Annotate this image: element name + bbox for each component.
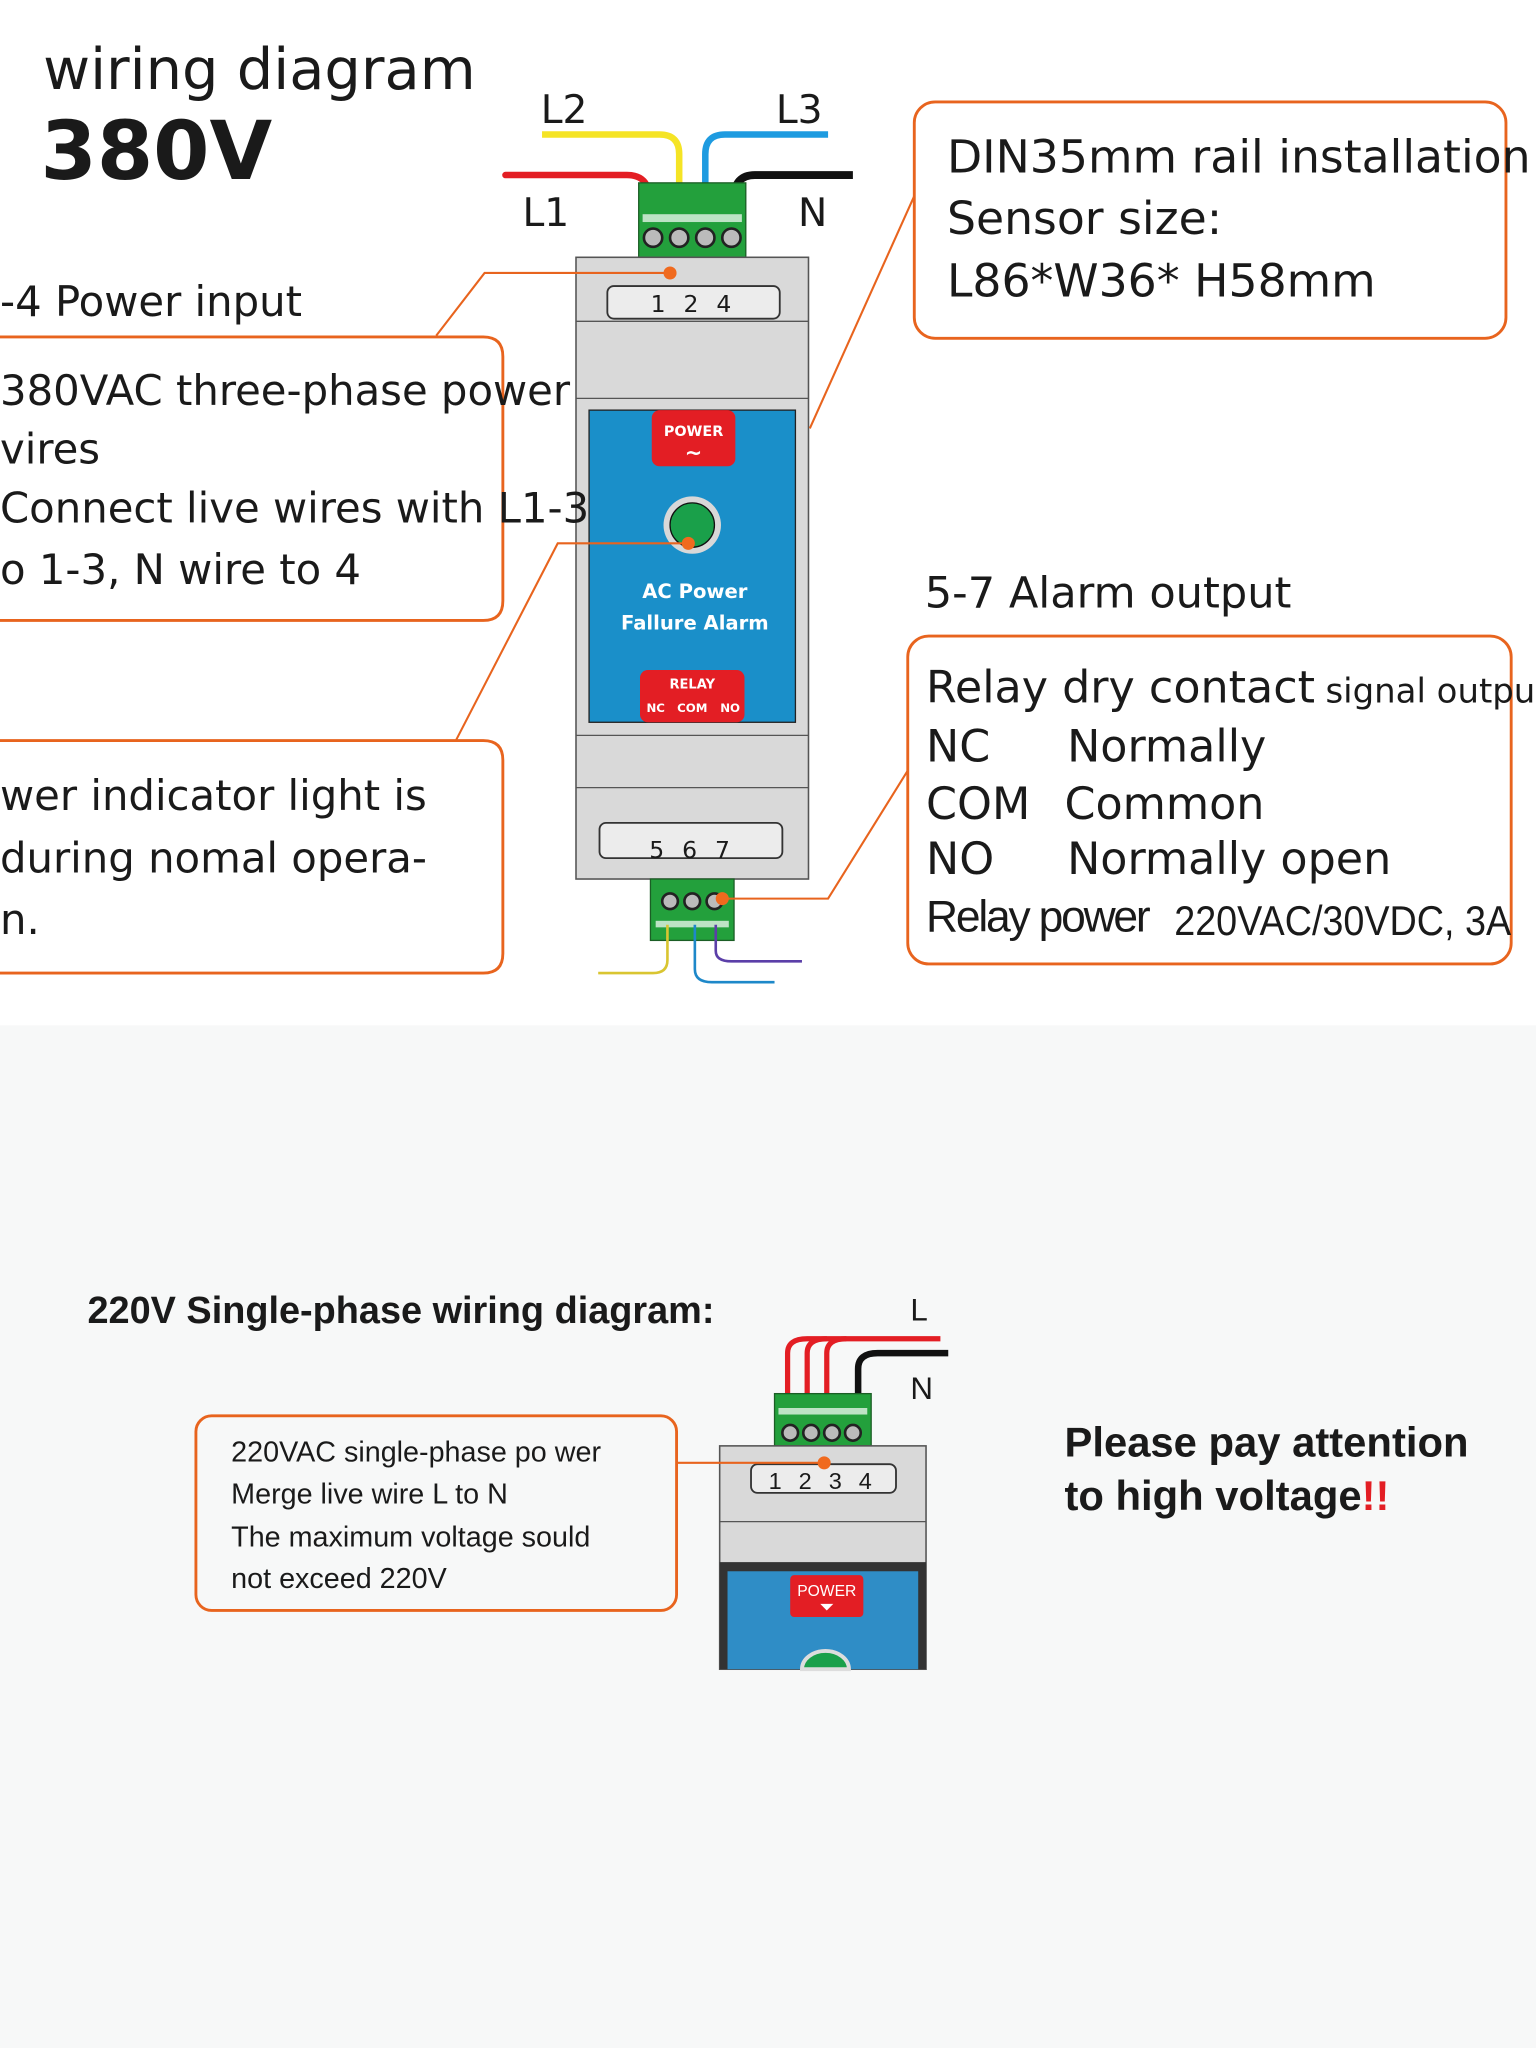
indicator-marker: [681, 536, 695, 550]
installation-line: Sensor size:: [947, 192, 1222, 245]
relay-code: NC: [926, 721, 990, 772]
relay-meaning: Normally open: [1067, 834, 1391, 885]
power-badge: [651, 410, 736, 467]
installation-leader: [808, 195, 916, 429]
alarm-output-heading: 5-7 Alarm output: [925, 568, 1292, 618]
power-input-line: o 1-3, N wire to 4: [0, 545, 361, 594]
relay-badge: [640, 670, 745, 723]
relay-pin-no: NO: [720, 701, 740, 715]
label-l: L: [910, 1292, 927, 1327]
page-title: wiring diagram: [43, 36, 476, 103]
alarm-output-leader: [722, 770, 909, 900]
label-n: N: [798, 191, 827, 236]
power-input-marker: [663, 266, 677, 280]
installation-box: [912, 100, 1508, 340]
warning-exclamation-icon: !!: [1362, 1472, 1390, 1519]
power-input-line: vires: [0, 425, 100, 474]
relay-pin-com: COM: [677, 701, 707, 715]
single-phase-marker: [817, 1456, 831, 1470]
single-phase-power-badge: [790, 1575, 864, 1617]
relay-power-value: 220VAC/30VDC, 3A: [1174, 897, 1511, 944]
device-name-line2: Fallure Alarm: [621, 612, 769, 635]
output-terminal-numbers: 5 6 7: [649, 836, 735, 864]
single-phase-note-line: 220VAC single-phase po wer: [231, 1437, 601, 1469]
single-phase-note-line: The maximum voltage sould: [231, 1521, 590, 1553]
indicator-line: n.: [0, 895, 40, 944]
single-phase-note-box: [194, 1414, 679, 1612]
power-input-box: [0, 335, 505, 622]
power-badge-text: POWER: [664, 424, 723, 440]
device-name-line1: AC Power: [642, 580, 748, 603]
arrow-down-icon: [820, 1603, 834, 1611]
power-input-heading: -4 Power input: [0, 277, 302, 326]
label-l2: L2: [541, 88, 588, 133]
relay-title-small: signal output: [1326, 672, 1536, 712]
single-phase-wires: [784, 1336, 949, 1411]
single-phase-indicator: [799, 1649, 851, 1672]
single-phase-note-line: Merge live wire L to N: [231, 1478, 508, 1510]
wire-l3: [702, 131, 829, 215]
indicator-line: wer indicator light is: [0, 771, 427, 820]
single-phase-terminal-numbers: 1 2 3 4: [769, 1468, 877, 1494]
relay-badge-text: RELAY: [669, 677, 715, 692]
indicator-box: [0, 739, 505, 975]
output-terminal-block: [598, 878, 802, 984]
relay-pin-nc: NC: [646, 701, 664, 715]
ac-symbol-icon: ~: [685, 441, 703, 465]
power-input-leader: [435, 271, 671, 337]
single-phase-device: 1 2 3 4 POWER: [718, 1392, 927, 1672]
label-n: N: [910, 1371, 933, 1406]
label-l3: L3: [776, 88, 823, 133]
alarm-device: 1 2 4 POWER ~ AC Power Fallure Alarm REL…: [575, 256, 810, 880]
warning-line1: Please pay attention: [1064, 1418, 1468, 1465]
alarm-output-marker: [715, 892, 729, 906]
relay-title: Relay dry contact signal output: [926, 663, 1536, 714]
installation-line: L86*W36* H58mm: [947, 254, 1376, 307]
single-phase-note-line: not exceed 220V: [231, 1563, 447, 1595]
label-l1: L1: [522, 191, 569, 236]
alarm-output-box: [906, 634, 1513, 966]
single-phase-title: 220V Single-phase wiring diagram:: [88, 1290, 715, 1332]
relay-meaning: Normally: [1067, 721, 1266, 772]
power-input-line: Connect live wires with L1-3: [0, 483, 589, 532]
relay-code: COM: [926, 779, 1030, 830]
installation-line: DIN35mm rail installation: [947, 130, 1531, 183]
voltage-heading: 380V: [40, 105, 272, 199]
relay-code: NO: [926, 834, 994, 885]
indicator-leader: [454, 542, 689, 742]
relay-meaning: Common: [1064, 779, 1264, 830]
indicator-line: during nomal opera-: [0, 833, 427, 882]
input-terminal-block: [638, 182, 747, 260]
relay-title-main: Relay dry contact: [926, 663, 1315, 714]
single-phase-power-text: POWER: [797, 1583, 856, 1600]
wire-l2: [542, 131, 683, 215]
power-input-line: 380VAC three-phase power: [0, 366, 571, 415]
input-terminal-numbers: 1 2 4: [651, 290, 737, 318]
relay-power-label: Relay power: [926, 892, 1151, 941]
warning-line2: to high voltage!!: [1064, 1472, 1389, 1519]
warning-text: to high voltage: [1064, 1472, 1361, 1519]
